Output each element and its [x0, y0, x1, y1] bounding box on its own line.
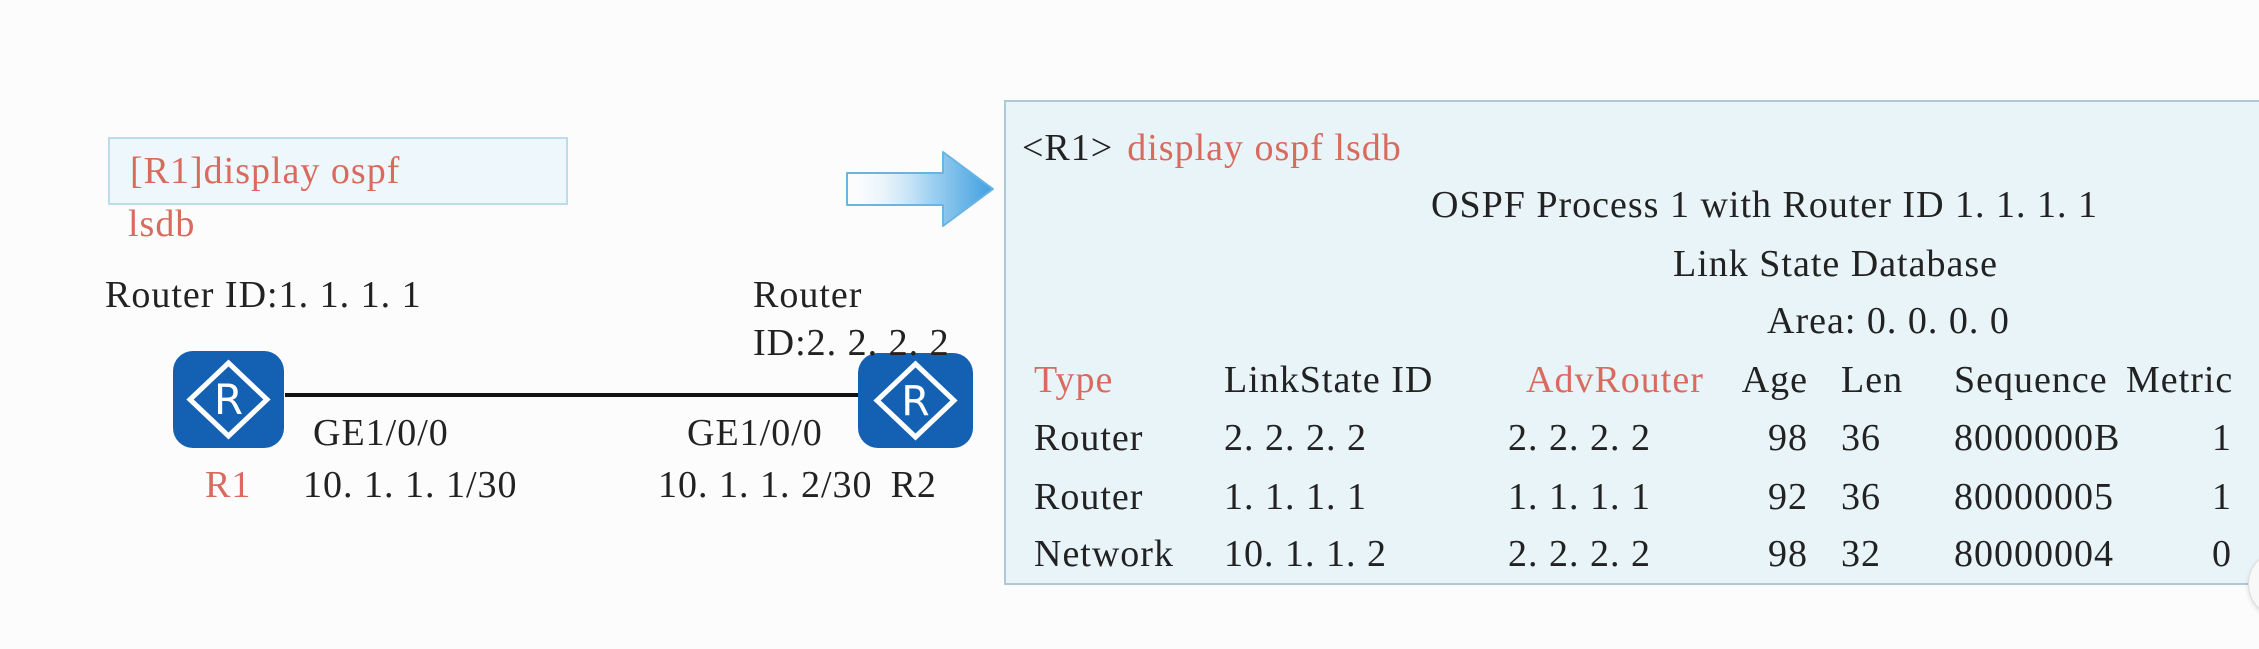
terminal-command: display ospf lsdb — [1127, 127, 1402, 169]
router2-interface-label: GE1/0/0 — [687, 412, 823, 454]
cell-sequence: 8000000B — [1954, 417, 2121, 459]
cell-len: 32 — [1841, 533, 1881, 575]
lsdb-table-row: Router 1. 1. 1. 1 1. 1. 1. 1 92 36 80000… — [1006, 478, 2259, 522]
cell-advrouter: 1. 1. 1. 1 — [1508, 476, 1651, 518]
cell-age: 92 — [1768, 476, 1808, 518]
terminal-command-line: <R1> display ospf lsdb — [1022, 129, 1402, 167]
router2-ip-label: 10. 1. 1. 2/30 — [658, 464, 873, 506]
cell-sequence: 80000004 — [1954, 533, 2114, 575]
cell-advrouter: 2. 2. 2. 2 — [1508, 533, 1651, 575]
header-type: Type — [1034, 359, 1114, 401]
router1-ip-label: 10. 1. 1. 1/30 — [303, 464, 518, 506]
cell-len: 36 — [1841, 417, 1881, 459]
header-linkstate-id: LinkState ID — [1224, 359, 1434, 401]
cell-linkstate-id: 1. 1. 1. 1 — [1224, 476, 1367, 518]
terminal-output-panel: <R1> display ospf lsdb OSPF Process 1 wit… — [1004, 100, 2259, 585]
command-text-line1: [R1]display ospf — [130, 150, 401, 192]
cell-advrouter: 2. 2. 2. 2 — [1508, 417, 1651, 459]
router2-name-label: R2 — [890, 464, 937, 506]
cell-metric: 1 — [2212, 417, 2232, 459]
svg-text:R: R — [901, 377, 930, 425]
router2-ip-line: 10. 1. 1. 2/30 R2 — [658, 466, 937, 504]
header-metric: Metric — [2126, 359, 2234, 401]
header-sequence: Sequence — [1954, 359, 2108, 401]
router1-interface-label: GE1/0/0 — [313, 412, 449, 454]
ethernet-link-line — [285, 393, 858, 397]
router1-id-label: Router ID:1. 1. 1. 1 — [105, 274, 422, 316]
header-len: Len — [1841, 359, 1904, 401]
cell-metric: 0 — [2212, 533, 2232, 575]
svg-text:R: R — [214, 375, 243, 424]
router1-name-label: R1 — [205, 464, 252, 506]
link-state-database-line: Link State Database — [1673, 243, 1999, 285]
router2-icon: R — [858, 353, 973, 448]
header-age: Age — [1741, 359, 1808, 401]
cell-type: Network — [1034, 533, 1174, 575]
command-callout-box: [R1]display ospf — [108, 137, 568, 205]
cell-linkstate-id: 2. 2. 2. 2 — [1224, 417, 1367, 459]
cell-age: 98 — [1768, 533, 1808, 575]
cell-linkstate-id: 10. 1. 1. 2 — [1224, 533, 1387, 575]
cell-sequence: 80000005 — [1954, 476, 2114, 518]
header-advrouter: AdvRouter — [1526, 359, 1704, 401]
cell-metric: 1 — [2212, 476, 2232, 518]
ospf-process-line: OSPF Process 1 with Router ID 1. 1. 1. 1 — [1431, 184, 2099, 226]
area-line: Area: 0. 0. 0. 0 — [1767, 300, 2010, 342]
cell-len: 36 — [1841, 476, 1881, 518]
terminal-prompt: <R1> — [1022, 127, 1114, 169]
command-text-line2: lsdb — [128, 203, 196, 245]
router2-id-label-line2: ID:2. 2. 2. 2 — [753, 322, 950, 364]
router1-icon: R — [173, 351, 284, 448]
lsdb-table-row: Router 2. 2. 2. 2 2. 2. 2. 2 98 36 80000… — [1006, 419, 2259, 463]
cell-type: Router — [1034, 417, 1144, 459]
cell-age: 98 — [1768, 417, 1808, 459]
router2-id-label-line1: Router — [753, 274, 863, 316]
cell-type: Router — [1034, 476, 1144, 518]
arrow-right-icon — [846, 151, 994, 227]
lsdb-table-row: Network 10. 1. 1. 2 2. 2. 2. 2 98 32 800… — [1006, 535, 2259, 579]
lsdb-table-header-row: Type LinkState ID AdvRouter Age Len Sequ… — [1006, 361, 2259, 405]
